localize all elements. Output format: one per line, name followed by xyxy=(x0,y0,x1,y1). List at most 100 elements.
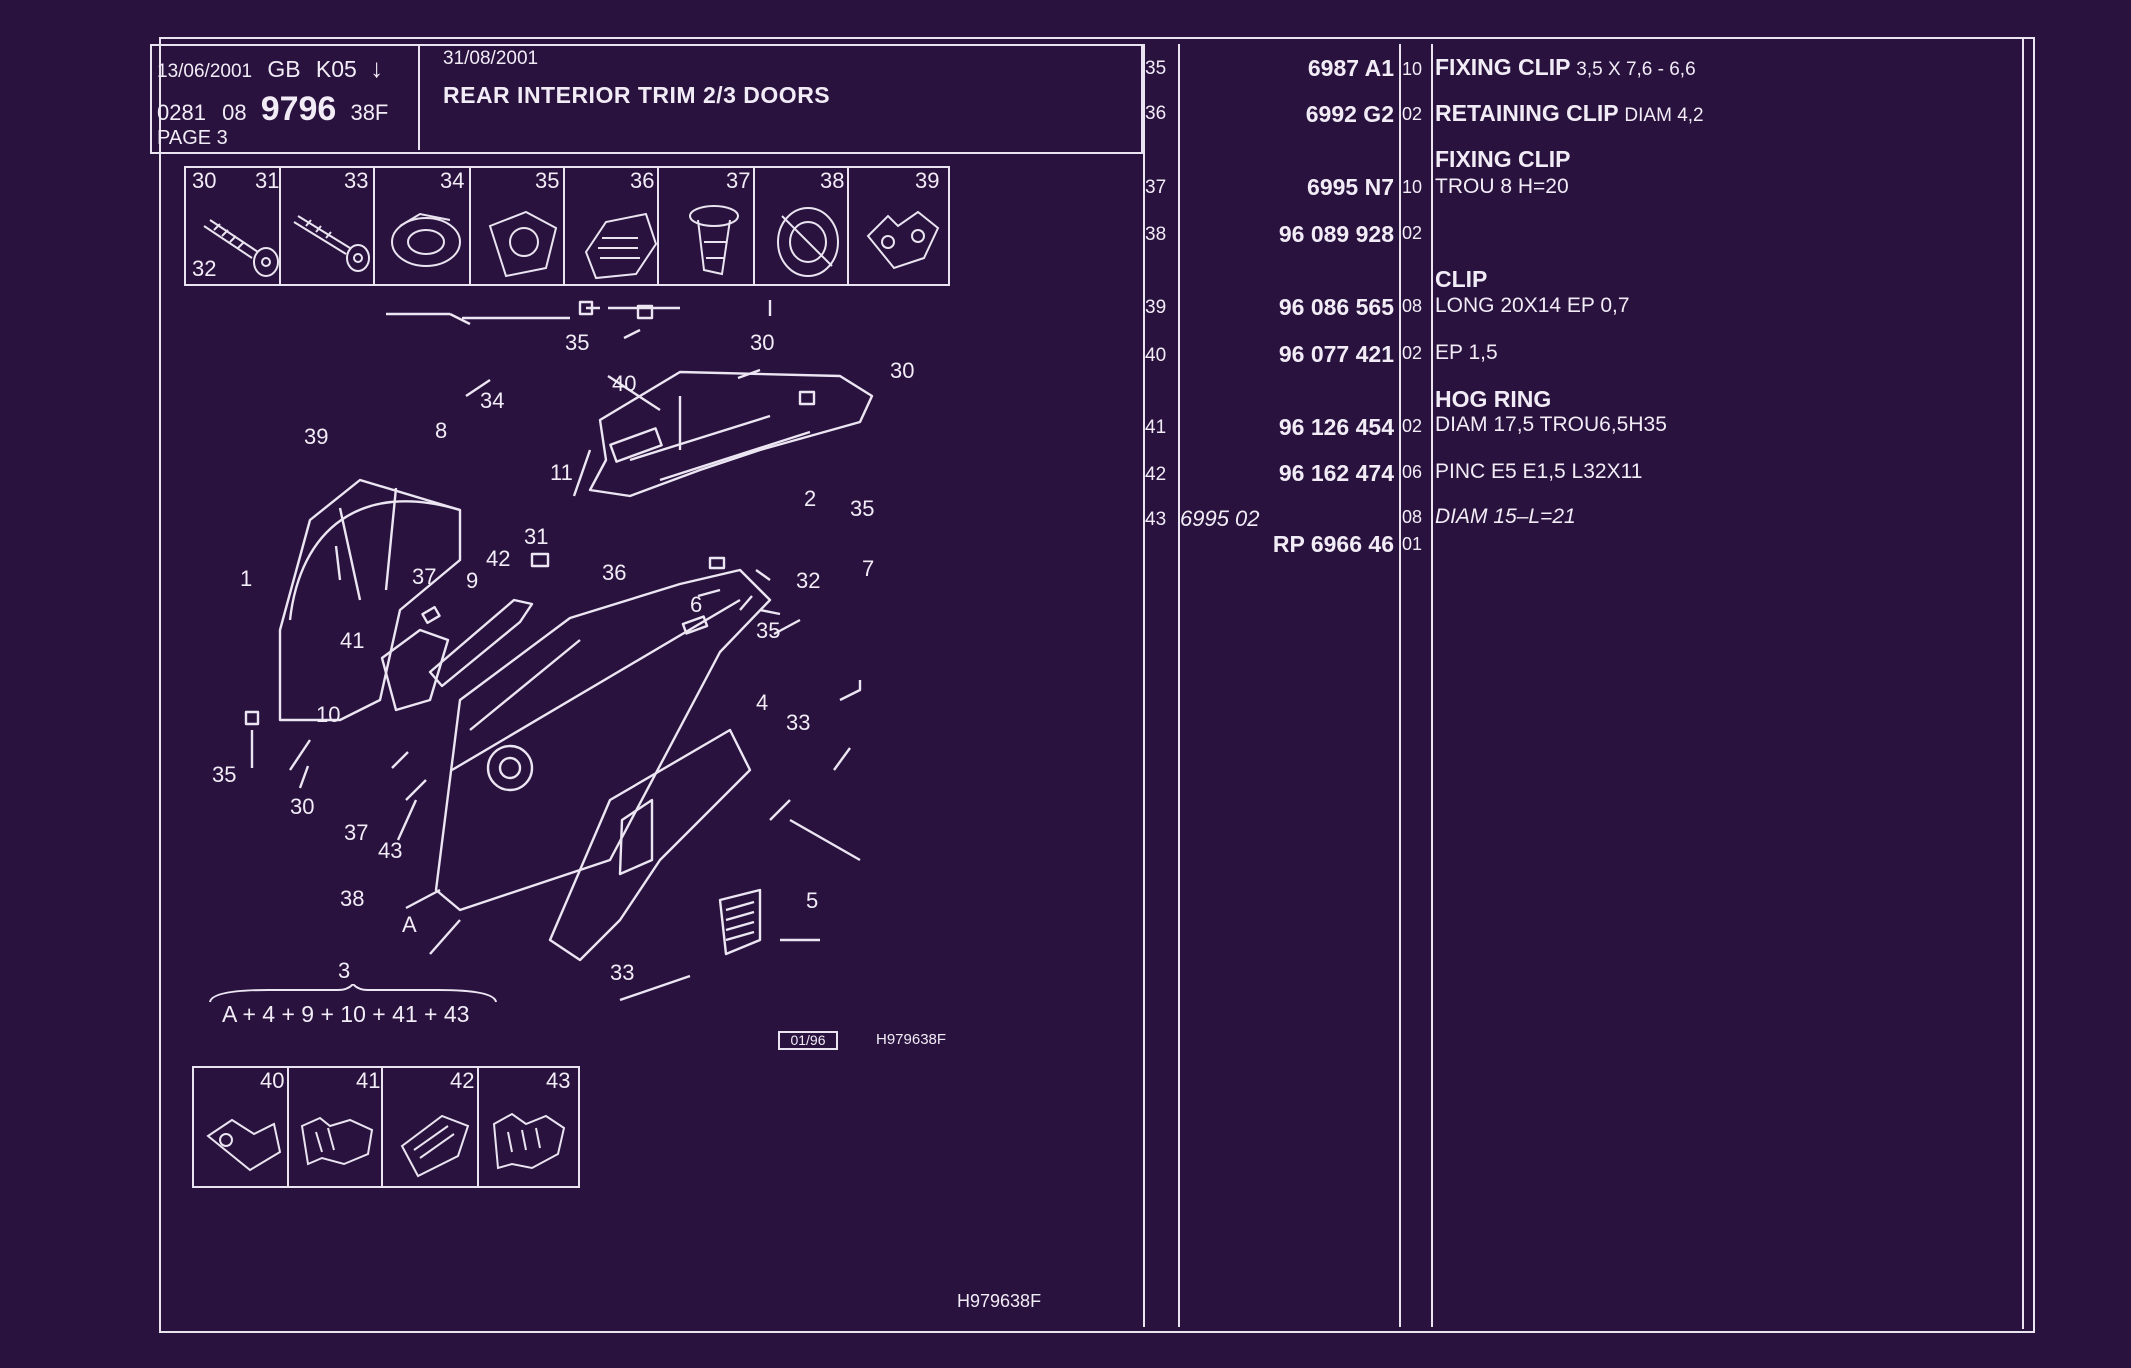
date-stamp: 01/96 xyxy=(778,1031,838,1050)
header-suffix: 38F xyxy=(350,100,389,125)
part-qty: 06 xyxy=(1402,462,1423,482)
bottom-icon-label-40: 40 xyxy=(260,1068,285,1093)
part-name: FIXING CLIP xyxy=(1435,146,1571,172)
callout-35a: 35 xyxy=(565,330,590,355)
bracket-clip-icon xyxy=(866,210,940,270)
part-qty: 02 xyxy=(1402,343,1423,363)
diagram-ref-code: H979638F xyxy=(876,1031,947,1048)
part-ref: 96 162 474 xyxy=(1278,460,1394,486)
trim-piece-10 xyxy=(380,628,450,712)
callout-33b: 33 xyxy=(610,960,635,985)
callout-4: 4 xyxy=(756,690,769,715)
arrow-down-icon: ↓ xyxy=(370,53,384,83)
header-model: 9796 xyxy=(260,90,337,128)
part-desc: TROU 8 H=20 xyxy=(1435,175,1569,198)
callout-36: 36 xyxy=(602,560,627,585)
header-date-line: 13/06/2001 GB K05 ↓ xyxy=(157,55,383,81)
callout-34: 34 xyxy=(480,388,505,413)
callout-37a: 37 xyxy=(412,564,437,589)
clip-icon xyxy=(391,212,461,267)
part-num: 35 xyxy=(1145,58,1167,79)
part-ref: 6995 N7 xyxy=(1307,174,1394,200)
part-ref: 96 126 454 xyxy=(1278,414,1394,440)
brace-icon xyxy=(209,984,497,1003)
callout-5: 5 xyxy=(806,888,819,913)
header-date: 13/06/2001 xyxy=(157,61,253,82)
part-qty: 01 xyxy=(1402,534,1423,554)
screw-icon xyxy=(293,215,370,272)
top-icon-drawings xyxy=(203,166,940,284)
part-desc: PINC E5 E1,5 L32X11 xyxy=(1435,460,1643,483)
push-rivet-icon xyxy=(689,205,739,276)
part-desc: DIAM 15–L=21 xyxy=(1435,505,1576,528)
screw-icon xyxy=(203,219,279,277)
callout-30c: 30 xyxy=(290,794,315,819)
part-ref: RP 6966 46 xyxy=(1272,531,1394,557)
part-desc-line: FIXING CLIP 3,5 X 7,6 - 6,6 xyxy=(1435,56,1696,80)
header-id-line: 0281 08 9796 38F xyxy=(157,92,388,126)
callout-37b: 37 xyxy=(344,820,369,845)
icon-label-35: 35 xyxy=(535,168,560,193)
header-section: 08 xyxy=(222,100,247,125)
part-qty: 02 xyxy=(1402,104,1423,124)
part-num: 43 xyxy=(1145,509,1167,530)
icon-label-36: 36 xyxy=(630,168,655,193)
part-ref: 96 089 928 xyxy=(1278,221,1394,247)
page-number: PAGE 3 xyxy=(157,127,228,149)
grille-5 xyxy=(718,888,762,956)
callout-43: 43 xyxy=(378,838,403,863)
callout-6: 6 xyxy=(690,592,703,617)
part-num: 37 xyxy=(1145,177,1167,198)
part-qty: 02 xyxy=(1402,416,1423,436)
part-desc-line: RETAINING CLIP DIAM 4,2 xyxy=(1435,100,1704,126)
bottom-icon-label-42: 42 xyxy=(450,1068,475,1093)
icon-label-33: 33 xyxy=(344,168,369,193)
parcel-shelf xyxy=(588,370,874,498)
footer-code: H979638F xyxy=(957,1291,1042,1311)
callout-33a: 33 xyxy=(786,710,811,735)
part-num: 41 xyxy=(1145,417,1167,438)
callout-7: 7 xyxy=(862,556,875,581)
edition-date: 31/08/2001 xyxy=(443,48,539,69)
header-code: K05 xyxy=(315,56,357,82)
callout-39: 39 xyxy=(304,424,329,449)
page-title: REAR INTERIOR TRIM 2/3 DOORS xyxy=(443,82,831,108)
callout-9: 9 xyxy=(466,568,479,593)
callout-40: 40 xyxy=(612,371,637,396)
callout-31: 31 xyxy=(524,524,549,549)
hog-ring-icon xyxy=(300,1116,374,1166)
part-name: HOG RING xyxy=(1435,386,1552,412)
bottom-icon-strip xyxy=(192,1066,580,1188)
icon-label-32: 32 xyxy=(192,256,217,281)
part-desc: DIAM 17,5 TROU6,5H35 xyxy=(1435,413,1667,436)
clip-icon xyxy=(584,212,658,280)
col-num-right xyxy=(1178,44,1180,1327)
callout-35b: 35 xyxy=(850,496,875,521)
top-icon-strip xyxy=(184,166,950,286)
callout-30a: 30 xyxy=(750,330,775,355)
callout-35d: 35 xyxy=(212,762,237,787)
exploded-diagram xyxy=(244,300,874,1002)
callout-11: 11 xyxy=(550,460,573,485)
pinch-clip-icon xyxy=(400,1114,470,1178)
callout-8: 8 xyxy=(435,418,448,443)
part-ref: 96 086 565 xyxy=(1278,294,1394,320)
trim-piece-4 xyxy=(548,728,752,962)
armrest-9 xyxy=(428,598,534,688)
part-qty: 10 xyxy=(1402,59,1423,79)
header-group: 0281 xyxy=(157,100,206,125)
callout-41: 41 xyxy=(340,628,365,653)
callout-10: 10 xyxy=(316,702,341,727)
callout-30b: 30 xyxy=(890,358,915,383)
part-desc: DIAM 4,2 xyxy=(1624,105,1704,126)
kit-formula: A + 4 + 9 + 10 + 41 + 43 xyxy=(222,1001,470,1027)
part-name: RETAINING CLIP xyxy=(1435,100,1619,126)
bottom-icon-label-41: 41 xyxy=(356,1068,381,1093)
icon-label-37: 37 xyxy=(726,168,751,193)
part-desc: EP 1,5 xyxy=(1435,341,1498,364)
callout-32: 32 xyxy=(796,568,821,593)
part-num: 39 xyxy=(1145,297,1167,318)
part-desc: LONG 20X14 EP 0,7 xyxy=(1435,294,1630,317)
part-qty: 02 xyxy=(1402,223,1423,243)
part-num: 38 xyxy=(1145,224,1167,245)
